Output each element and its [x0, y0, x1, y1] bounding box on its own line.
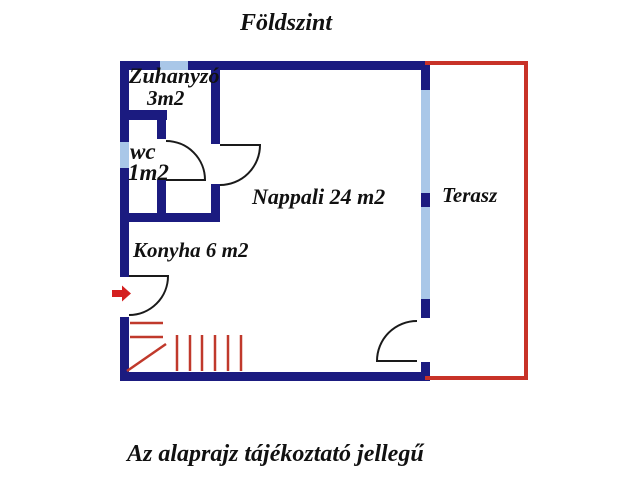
window-left [120, 142, 129, 168]
room-label-wc: wc [130, 139, 156, 164]
wall-top [120, 61, 430, 70]
room-area-zuhanyzo: 3m2 [147, 86, 185, 110]
staircase [126, 321, 243, 373]
hall-door-swing-arc [219, 144, 262, 186]
terrace-outline [425, 61, 528, 380]
stair-diagonal-line [126, 342, 167, 373]
window-right-upper [421, 90, 430, 193]
wall-zuhanyzo-bottom [120, 110, 167, 120]
room-label-terasz: Terasz [442, 183, 498, 207]
entrance-door-swing-arc [128, 275, 170, 316]
wall-hall-bottom [120, 213, 220, 222]
wall-hall-right [211, 61, 220, 222]
room-area-wc: 1m2 [128, 160, 169, 185]
wall-bottom [120, 372, 430, 381]
wc-door-opening [157, 139, 166, 180]
terrace-door-opening [421, 318, 430, 362]
wc-door-swing-arc [165, 140, 207, 181]
page-title: Földszint [240, 10, 333, 36]
terrace-door-swing-arc [375, 320, 418, 362]
caption: Az alaprajz tájékoztató jellegű [127, 441, 424, 467]
hall-door-opening [211, 144, 220, 184]
window-right-lower [421, 207, 430, 299]
room-label-nappali: Nappali 24 m2 [252, 184, 386, 209]
entrance-arrow-icon [112, 285, 131, 302]
window-top [160, 61, 188, 70]
room-label-zuhanyzo: Zuhanyzó [129, 63, 220, 88]
room-label-konyha: Konyha 6 m2 [133, 238, 249, 262]
